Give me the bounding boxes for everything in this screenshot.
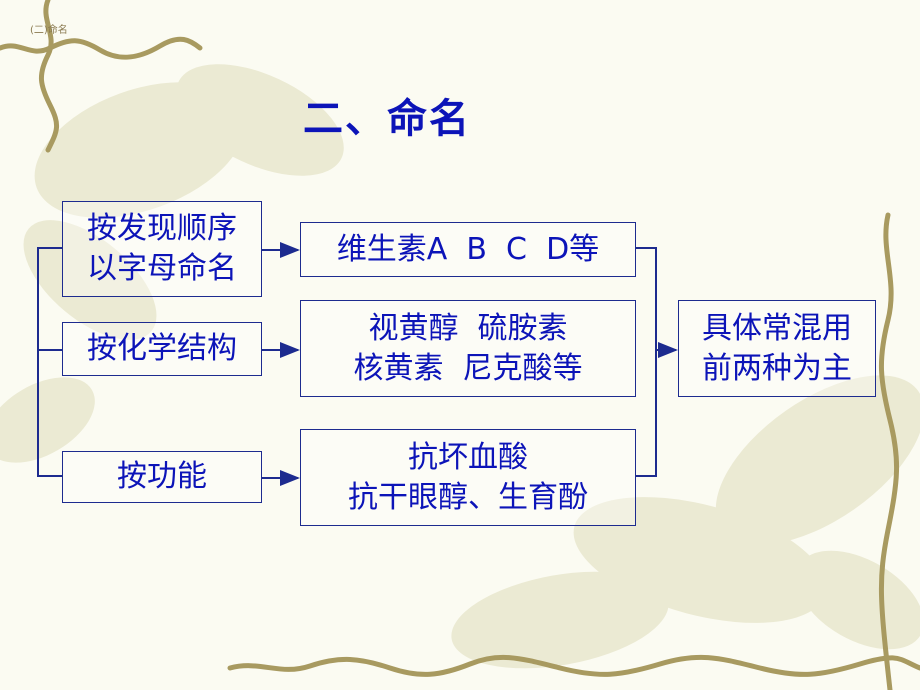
box-chemical-names: 视黄醇 硫胺素 核黄素 尼克酸等 <box>300 300 636 397</box>
vine-top <box>0 36 203 60</box>
box-text: 维生素A B C D等 <box>336 231 600 267</box>
box-function-names: 抗坏血酸 抗干眼醇、生育酚 <box>300 429 636 526</box>
page-title: 二、命名 <box>303 96 471 142</box>
box-text: 抗坏血酸 <box>408 439 528 475</box>
box-text: 以字母命名 <box>87 251 237 286</box>
box-text: 按发现顺序 <box>87 211 237 246</box>
box-conclusion: 具体常混用 前两种为主 <box>678 300 876 397</box>
box-text: 具体常混用 <box>702 310 852 346</box>
box-text: 视黄醇 硫胺素 <box>368 310 568 346</box>
box-text: 按功能 <box>117 459 207 494</box>
box-vitamin-letters: 维生素A B C D等 <box>300 222 636 277</box>
vine-bottom <box>227 654 920 677</box>
box-text: 抗干眼醇、生育酚 <box>348 479 588 515</box>
box-text: 核黄素 尼克酸等 <box>353 350 583 386</box>
box-text: 前两种为主 <box>702 350 852 386</box>
box-discovery-order: 按发现顺序 以字母命名 <box>62 201 262 297</box>
box-function: 按功能 <box>62 451 262 503</box>
vine-left <box>39 0 59 153</box>
vine-right <box>878 212 900 690</box>
header-label: (二)命名 <box>30 25 68 36</box>
left-bracket <box>37 247 62 477</box>
box-chemical-structure: 按化学结构 <box>62 322 262 376</box>
box-text: 按化学结构 <box>87 331 237 366</box>
right-bracket <box>636 247 657 477</box>
